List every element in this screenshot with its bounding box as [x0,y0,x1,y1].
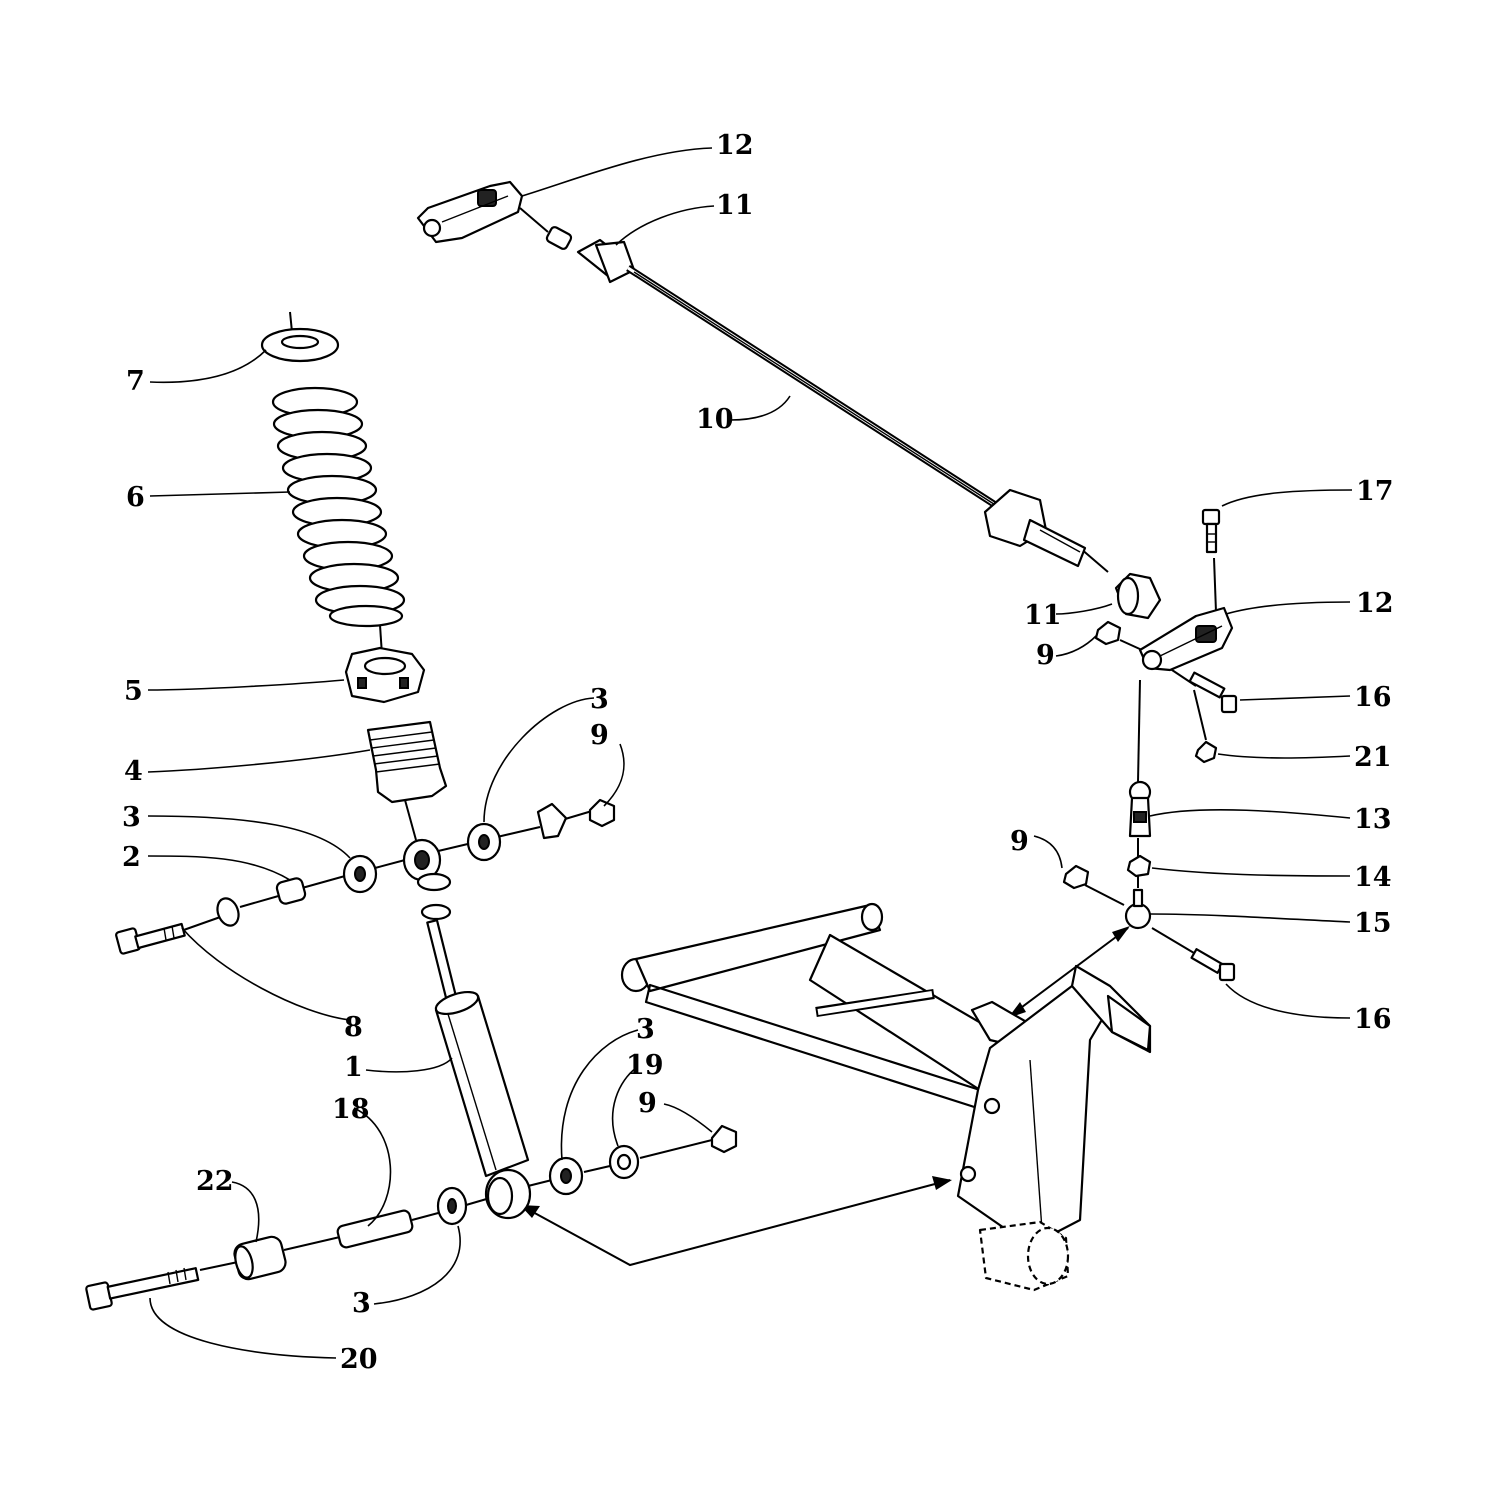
callout-1: 1 [344,1052,363,1083]
bolt-part-17 [1201,508,1221,554]
nut-part-9-lower [710,1124,738,1154]
callout-22: 22 [196,1166,234,1197]
callout-11-upper: 11 [716,190,754,221]
bolt-part-16-upper [1188,671,1238,714]
callout-19: 19 [626,1050,664,1081]
callout-21: 21 [1354,742,1392,773]
cable-body-part-10 [626,265,1002,511]
callout-3-upper-left: 3 [122,802,141,833]
nut-part-21 [1194,740,1218,764]
callout-16-upper: 16 [1354,682,1392,713]
ball-stud-part-15 [1124,888,1152,930]
callout-9-ball: 9 [1010,826,1029,857]
bolt-part-20 [85,1267,200,1311]
threaded-body-part-4 [366,720,448,804]
nut-part-9-cable [1094,620,1122,646]
callout-9-lower: 9 [638,1088,657,1119]
callout-7: 7 [126,366,145,397]
lower-ferrule-part-11 [1114,572,1162,620]
right-hardware [1062,508,1238,982]
bushing-part-3-lower-right [548,1156,584,1196]
callout-6: 6 [126,482,145,513]
control-cable-assembly [416,180,1234,672]
callout-10: 10 [696,404,734,435]
spacer-part-2 [275,877,307,905]
spacer-part-18 [336,1209,414,1249]
upper-shock-hardware [115,798,616,955]
bushing-part-3-lower-left [436,1186,468,1226]
callout-16-lower: 16 [1354,1004,1392,1035]
nut-part-14 [1126,854,1152,878]
callout-20: 20 [340,1344,378,1375]
callout-labels: 12 11 10 7 6 5 4 3 9 3 2 8 1 18 22 20 3 … [122,130,1394,1375]
lower-ferrule [983,488,1087,568]
callout-13: 13 [1354,804,1392,835]
bushing-part-3-left [342,854,378,894]
callout-3-lower-left: 3 [352,1288,371,1319]
washer-part-8 [216,897,240,927]
bolt-part-16-lower [1190,948,1236,982]
a-arm-assembly [620,902,1152,1292]
callout-2: 2 [122,842,141,873]
coil-spring-part-6 [271,386,406,628]
washer-plate [536,802,568,840]
callout-14: 14 [1354,862,1392,893]
callout-9-upper: 9 [590,720,609,751]
adjuster-collar-part-5 [344,646,426,704]
callout-4: 4 [124,756,143,787]
callout-12-upper: 12 [716,130,754,161]
callout-17: 17 [1356,476,1394,507]
callout-9-cable: 9 [1036,640,1055,671]
lower-clevis-part-12 [1138,606,1234,672]
callout-8: 8 [344,1012,363,1043]
lower-shock-eye [484,1168,532,1220]
nut-part-9-ball [1062,864,1090,890]
shock-absorber-part-1 [426,919,530,1178]
nut-part-9-upper [588,798,616,828]
callout-5: 5 [124,676,143,707]
upper-ferrule-part-11 [545,226,636,284]
callout-12-lower: 12 [1356,588,1394,619]
washer-part-19 [608,1144,640,1180]
callout-3-lower-right: 3 [636,1014,655,1045]
upper-clevis-part-12 [416,180,524,244]
lower-shock-hardware [85,1124,738,1311]
bolt-part-8 [115,922,186,955]
callout-18: 18 [332,1094,370,1125]
leader-lines [147,147,1353,1359]
callout-11-lower: 11 [1024,600,1062,631]
callout-15: 15 [1354,908,1392,939]
spring-retainer-part-7 [260,327,340,363]
spring-assembly [260,327,452,921]
sleeve-part-22 [233,1235,287,1281]
rod-end-part-13 [1128,780,1152,838]
bushing-part-3-right [466,822,502,862]
upper-shock-eye [402,838,452,921]
callout-3-upper-right: 3 [590,684,609,715]
